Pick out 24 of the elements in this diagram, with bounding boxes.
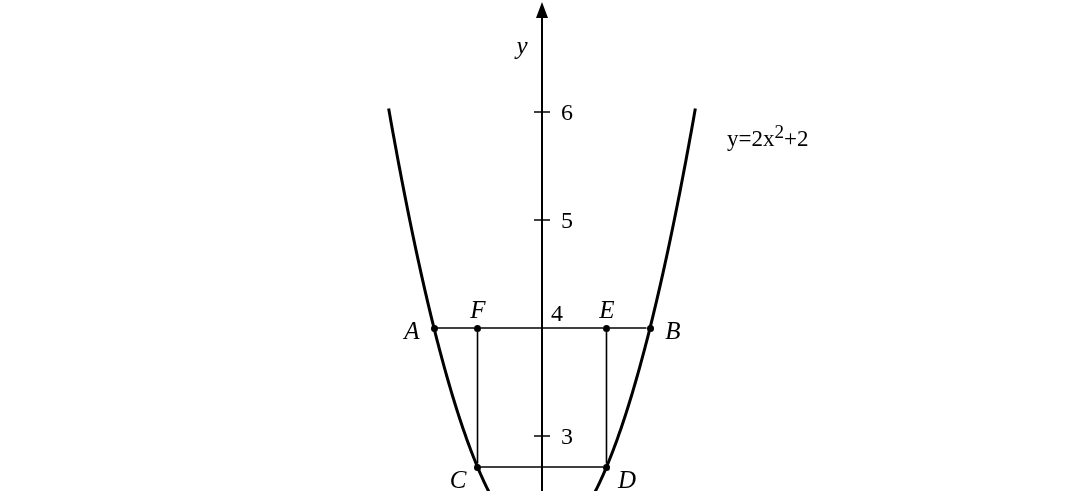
- tick-label: 5: [561, 208, 573, 232]
- point-dot: [430, 324, 438, 332]
- point-label: E: [599, 296, 615, 322]
- point-dot: [602, 324, 610, 332]
- line-segment: [480, 327, 604, 329]
- line-segment: [476, 330, 479, 465]
- tick-label: 4: [551, 301, 563, 325]
- axis-label: y: [516, 32, 528, 58]
- point-label: C: [449, 466, 467, 491]
- point-dot: [602, 463, 610, 471]
- point-dot: [646, 324, 654, 332]
- line-segment: [605, 330, 608, 465]
- point-label: F: [470, 296, 486, 322]
- curve-equation: y=2x$^{2}$+2: [727, 121, 809, 151]
- line-segment: [480, 466, 604, 468]
- line-segment: [436, 327, 475, 329]
- point-label: D: [617, 466, 637, 491]
- point-label: A: [404, 317, 420, 343]
- line-segment: [609, 327, 648, 329]
- tick-label: 3: [561, 424, 573, 448]
- tick-label: 6: [561, 100, 573, 124]
- point-dot: [474, 324, 481, 332]
- point-dot: [474, 463, 481, 471]
- point-label: B: [665, 317, 681, 343]
